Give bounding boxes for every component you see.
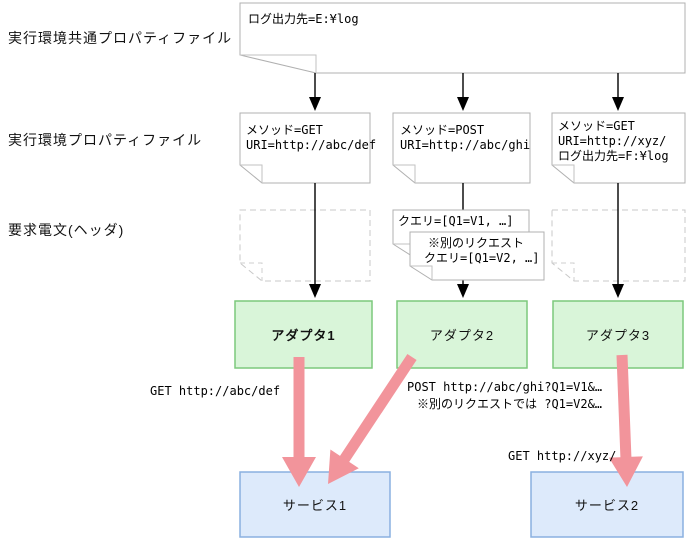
service-1-box <box>239 471 391 538</box>
adapter-2-box <box>396 300 528 369</box>
alt-request-note-text: ※別のリクエスト クエリ=[Q1=V2, …] <box>424 236 539 266</box>
arrow-common-to-note1 <box>309 73 321 111</box>
arrow-common-to-note3 <box>612 73 624 111</box>
pink-arrow-adapter1-to-service1 <box>282 357 316 487</box>
query-note-text: クエリ=[Q1=V1, …] <box>398 214 514 228</box>
env-note-3-line-1: メソッド=GET <box>558 119 635 133</box>
request-header-empty-note-1-shape <box>239 209 371 282</box>
env-note-3-line-3: ログ出力先=F:¥log <box>558 149 669 163</box>
label-common-property-file: 実行環境共通プロパティファイル <box>8 30 233 46</box>
common-property-note-text: ログ出力先=E:¥log <box>248 12 359 26</box>
adapter-1-box <box>234 300 373 369</box>
pink-arrow-adapter2-to-service1 <box>328 354 417 484</box>
env-note-3-line-2: URI=http://xyz/ <box>558 134 667 148</box>
env-property-note-2-shape <box>392 112 531 184</box>
alt-request-note-line-2: クエリ=[Q1=V2, …] <box>424 251 540 265</box>
arrow-common-to-note2 <box>457 73 469 111</box>
env-note-1-line-2: URI=http://abc/def <box>246 138 377 152</box>
env-property-note-3-text: メソッド=GET URI=http://xyz/ ログ出力先=F:¥log <box>558 119 669 164</box>
request-label-adapter1: GET http://abc/def <box>150 384 281 398</box>
common-property-note-shape <box>239 2 686 74</box>
env-note-1-line-1: メソッド=GET <box>246 123 323 137</box>
env-property-note-2-text: メソッド=POST URI=http://abc/ghi <box>400 123 530 153</box>
request-label-adapter2-line2: ※別のリクエストでは ?Q1=V2&… <box>417 397 603 411</box>
service-2-box <box>530 471 684 538</box>
env-property-note-1-shape <box>239 112 371 184</box>
adapter-2-label: アダプタ2 <box>429 328 495 343</box>
alt-request-note-shape <box>409 231 545 281</box>
request-label-adapter2-line1: POST http://abc/ghi?Q1=V1&… <box>407 380 603 394</box>
service-1-label: サービス1 <box>282 498 348 513</box>
arrow-note3-to-adapter3 <box>612 183 624 298</box>
alt-request-note-line-1: ※別のリクエスト <box>428 236 525 250</box>
adapter-3-label: アダプタ3 <box>585 328 651 343</box>
env-property-note-3-shape <box>551 112 686 184</box>
pink-arrow-adapter3-to-service2 <box>608 354 643 487</box>
request-label-adapter3: GET http://xyz/ <box>508 449 617 463</box>
adapter-1-label: アダプタ1 <box>271 328 336 343</box>
env-note-2-line-2: URI=http://abc/ghi <box>400 138 531 152</box>
label-env-property-file: 実行環境プロパティファイル <box>8 132 203 148</box>
env-property-note-1-text: メソッド=GET URI=http://abc/def <box>246 123 376 153</box>
env-note-2-line-1: メソッド=POST <box>400 123 485 137</box>
service-2-label: サービス2 <box>574 498 640 513</box>
label-request-message-header: 要求電文(ヘッダ) <box>8 222 125 238</box>
arrow-note1-to-adapter1 <box>309 183 321 298</box>
